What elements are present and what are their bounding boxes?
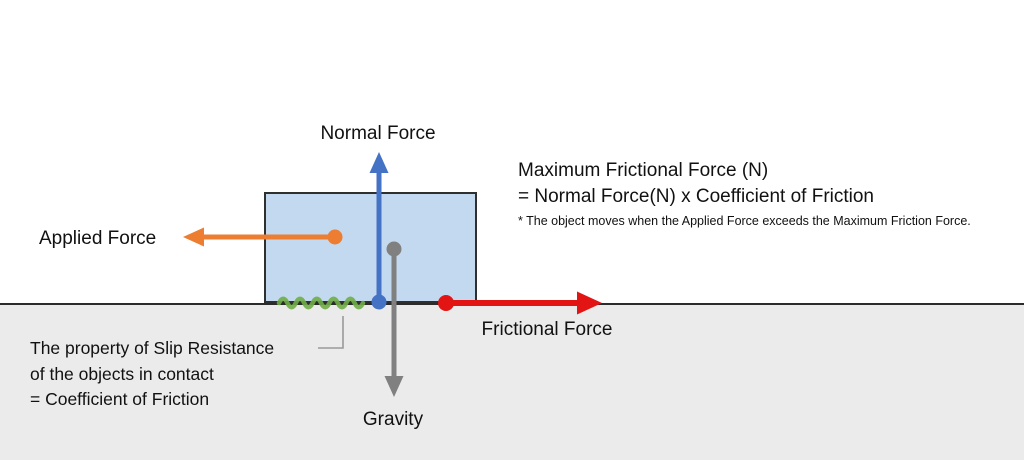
frictional-force-label: Frictional Force xyxy=(481,319,613,340)
normal-force-arrowhead xyxy=(369,152,389,173)
slip-note-line-3: = Coefficient of Friction xyxy=(30,389,210,409)
gravity-arrow xyxy=(384,241,404,397)
slip-note-line-1: The property of Slip Resistance xyxy=(30,338,275,358)
formula-line-1: Maximum Frictional Force (N) xyxy=(518,160,769,181)
normal-force-label: Normal Force xyxy=(320,123,436,144)
applied-force-arrow xyxy=(183,227,343,247)
normal-force-origin-dot xyxy=(371,294,387,310)
friction-formula-block: Maximum Frictional Force (N) = Normal Fo… xyxy=(518,158,971,230)
formula-line-2: = Normal Force(N) x Coefficient of Frict… xyxy=(518,186,874,207)
frictional-force-arrow xyxy=(438,291,602,315)
slip-note-line-2: of the objects in contact xyxy=(30,363,214,384)
gravity-origin-dot xyxy=(386,241,402,257)
normal-force-arrow xyxy=(369,152,389,310)
slip-squiggle xyxy=(276,296,366,310)
applied-force-label: Applied Force xyxy=(39,228,157,249)
applied-force-arrowhead xyxy=(183,227,204,247)
frictional-force-arrowhead xyxy=(577,291,602,315)
applied-force-origin-dot xyxy=(327,229,343,245)
slip-resistance-note: The property of Slip Resistance of the o… xyxy=(30,336,274,413)
gravity-label: Gravity xyxy=(362,409,424,430)
object-block xyxy=(264,192,477,303)
gravity-arrowhead xyxy=(384,376,404,397)
frictional-force-origin-dot xyxy=(438,295,454,311)
slip-note-connector xyxy=(318,316,344,349)
formula-note: * The object moves when the Applied Forc… xyxy=(518,214,971,228)
